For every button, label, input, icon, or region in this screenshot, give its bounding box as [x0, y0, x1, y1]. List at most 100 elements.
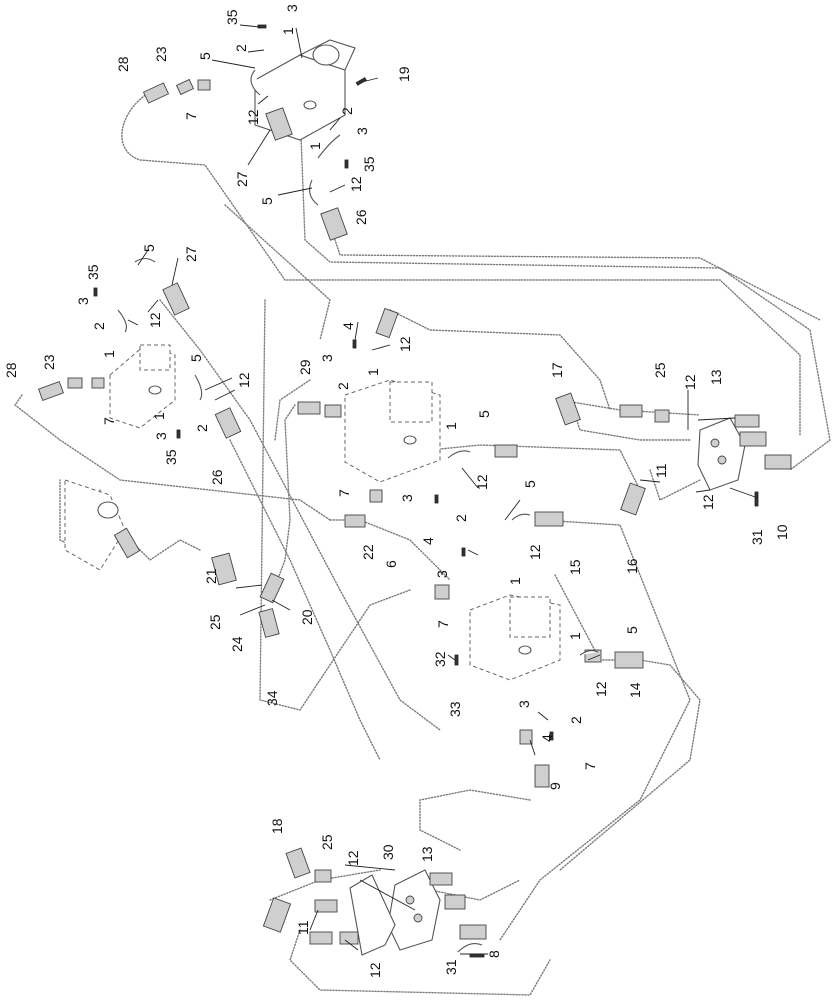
callout-3: 3	[284, 4, 300, 12]
callout-28: 28	[115, 56, 131, 72]
callout-9: 9	[547, 782, 563, 790]
cylinder-block-lower	[469, 594, 561, 681]
callout-12: 12	[682, 374, 698, 390]
callout-1: 1	[365, 368, 381, 376]
callout-12: 12	[367, 962, 383, 978]
callout-labels: 35 3 2 1 5 28 23 7 12 19 2 3 1 35 27 12 …	[3, 4, 790, 978]
hose-routes	[14, 91, 831, 996]
callout-13: 13	[708, 369, 724, 385]
callout-2: 2	[568, 716, 584, 724]
callout-19: 19	[396, 66, 412, 82]
callout-31: 31	[749, 529, 765, 545]
callout-11: 11	[295, 920, 311, 935]
callout-3: 3	[319, 354, 335, 362]
callout-16: 16	[624, 558, 640, 574]
callout-2: 2	[91, 322, 107, 330]
callout-4: 4	[539, 734, 555, 742]
callout-21: 21	[203, 568, 219, 584]
callout-3: 3	[516, 700, 532, 708]
callout-26: 26	[209, 469, 225, 485]
callout-17: 17	[549, 362, 565, 378]
callout-12: 12	[397, 336, 413, 352]
manifold-block-bottom	[387, 869, 441, 951]
callout-12: 12	[348, 176, 364, 192]
callout-23: 23	[153, 46, 169, 62]
callout-32: 32	[432, 651, 448, 667]
partial-block-left	[64, 479, 126, 571]
callout-15: 15	[567, 559, 583, 575]
callout-2: 2	[453, 514, 469, 522]
callout-1: 1	[151, 412, 167, 420]
callout-1: 1	[101, 350, 117, 358]
bolts	[93, 24, 759, 958]
callout-22: 22	[360, 544, 376, 560]
callout-12: 12	[147, 312, 163, 328]
cylinder-block-middle	[344, 379, 441, 483]
callout-5: 5	[141, 244, 157, 252]
callout-8: 8	[486, 950, 502, 958]
callout-2: 2	[339, 107, 355, 115]
gasket-plate	[349, 874, 396, 956]
callout-4: 4	[420, 537, 436, 545]
callout-25: 25	[319, 834, 335, 850]
callout-28: 28	[3, 362, 19, 378]
callout-5: 5	[259, 197, 275, 205]
callout-6: 6	[383, 560, 399, 568]
callout-12: 12	[527, 544, 543, 560]
callout-1: 1	[443, 422, 459, 430]
callout-7: 7	[101, 417, 117, 425]
callout-30: 30	[380, 844, 396, 860]
manifold-block-right	[697, 417, 746, 491]
callout-12: 12	[593, 681, 609, 697]
callout-25: 25	[652, 362, 668, 378]
callout-1: 1	[280, 27, 296, 35]
callout-26: 26	[353, 209, 369, 225]
callout-10: 10	[774, 524, 790, 540]
callout-31: 31	[443, 959, 459, 975]
callout-29: 29	[297, 359, 313, 375]
callout-12: 12	[245, 109, 261, 125]
callout-35: 35	[361, 156, 377, 172]
callout-27: 27	[183, 246, 199, 262]
callout-1: 1	[567, 632, 583, 640]
elbow-fittings	[117, 69, 599, 953]
callout-5: 5	[476, 410, 492, 418]
callout-2: 2	[233, 44, 249, 52]
callout-3: 3	[399, 494, 415, 502]
callout-2: 2	[194, 424, 210, 432]
callout-35: 35	[224, 9, 240, 25]
callout-7: 7	[183, 112, 199, 120]
callout-5: 5	[197, 52, 213, 60]
callout-20: 20	[299, 609, 315, 625]
callout-14: 14	[627, 682, 643, 698]
callout-7: 7	[582, 762, 598, 770]
callout-35: 35	[85, 264, 101, 280]
callout-3: 3	[153, 432, 169, 440]
callout-5: 5	[624, 626, 640, 634]
callout-33: 33	[447, 701, 463, 717]
callout-35: 35	[163, 449, 179, 465]
callout-1: 1	[507, 577, 523, 585]
callout-12: 12	[700, 494, 716, 510]
callout-25: 25	[207, 614, 223, 630]
callout-7: 7	[336, 489, 352, 497]
callout-13: 13	[419, 846, 435, 862]
callout-5: 5	[188, 354, 204, 362]
callout-12: 12	[345, 850, 361, 866]
callout-2: 2	[335, 382, 351, 390]
callout-23: 23	[41, 354, 57, 370]
callout-1: 1	[307, 142, 323, 150]
callout-4: 4	[340, 322, 356, 330]
leader-lines	[127, 24, 759, 955]
callout-18: 18	[269, 818, 285, 834]
cylinder-block-left	[109, 344, 176, 429]
callout-12: 12	[474, 474, 490, 490]
callout-34: 34	[264, 690, 280, 706]
callout-12: 12	[236, 372, 252, 388]
fittings	[38, 78, 792, 945]
callout-3: 3	[434, 570, 450, 578]
callout-27: 27	[234, 171, 250, 187]
callout-5: 5	[522, 480, 538, 488]
